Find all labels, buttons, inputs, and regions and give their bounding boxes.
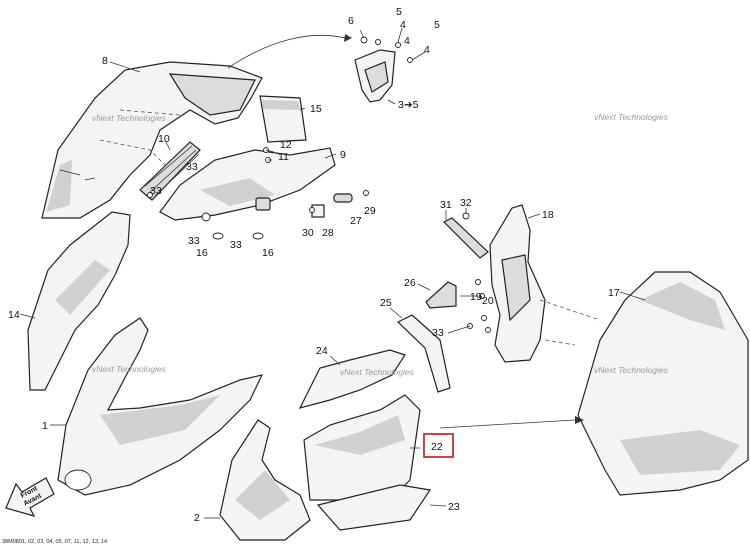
part-25-strip <box>396 314 451 393</box>
callout-4-mid: 4 <box>404 35 410 47</box>
callout-33-b: 33 <box>150 185 162 197</box>
callout-33-c: 33 <box>188 235 200 247</box>
callout-4-right: 4 <box>424 44 430 56</box>
callout-33-d: 33 <box>230 239 242 251</box>
callout-27: 27 <box>350 215 362 227</box>
callout-33-a: 33 <box>186 161 198 173</box>
callout-11: 11 <box>278 151 289 163</box>
callout-10: 10 <box>158 133 170 145</box>
callout-2: 2 <box>194 512 200 524</box>
callout-1: 1 <box>42 420 48 432</box>
part-24-vent <box>298 349 406 409</box>
callout-30: 30 <box>302 227 314 239</box>
watermark-2: vNext Technologies <box>594 112 669 122</box>
callout-18: 18 <box>542 209 554 221</box>
callout-31: 31 <box>440 199 452 211</box>
watermark-5: vNext Technologies <box>594 365 669 375</box>
callout-5-drop: 5 <box>434 19 440 31</box>
part-31-rod <box>442 212 489 259</box>
callout-28: 28 <box>322 227 334 239</box>
part-15-panel <box>259 95 307 143</box>
callout-24: 24 <box>316 345 328 357</box>
callout-4-top: 4 <box>400 19 406 31</box>
arrow-22-to-17 <box>439 416 584 429</box>
callout-22: 22 <box>431 441 443 453</box>
callout-5-top: 5 <box>396 6 402 18</box>
callout-labels: 1 2 4 4 4 5 5 3➔5 6 8 9 10 11 12 14 15 1… <box>8 6 620 524</box>
watermarks: vNext Technologies vNext Technologies vN… <box>92 112 669 377</box>
callout-16-left: 16 <box>196 247 208 259</box>
callout-20: 20 <box>482 295 494 307</box>
part-14-side-panel <box>27 211 131 391</box>
callout-33-e: 33 <box>432 327 444 339</box>
callout-14: 14 <box>8 309 20 321</box>
callout-19: 19 <box>470 291 482 303</box>
callout-26: 26 <box>404 277 416 289</box>
callout-6: 6 <box>348 15 354 27</box>
leader-lines <box>19 27 646 519</box>
footer-reference: 38M0801, 02, 03, 04, 05, 07, 11, 12, 13,… <box>2 539 107 545</box>
watermark-4: vNext Technologies <box>340 367 415 377</box>
part-26-small-panel <box>425 279 491 333</box>
part-1-side-fairing <box>57 317 264 496</box>
part-3-bracket <box>354 36 413 103</box>
callout-8: 8 <box>102 55 108 67</box>
callout-32: 32 <box>460 197 472 209</box>
callout-29: 29 <box>364 205 376 217</box>
part-23-bottom-strip <box>316 484 432 531</box>
callout-3-to-5: 3➔5 <box>398 99 419 111</box>
callout-12: 12 <box>280 139 292 151</box>
callout-16-right: 16 <box>262 247 274 259</box>
part-18-support-bracket <box>489 204 601 363</box>
callout-22-highlighted[interactable]: 22 <box>423 433 454 458</box>
callout-9: 9 <box>340 149 346 161</box>
callout-17: 17 <box>608 287 620 299</box>
arrow-8-to-bracket <box>227 34 352 69</box>
callout-23: 23 <box>448 501 460 513</box>
watermark-3: vNext Technologies <box>92 364 167 374</box>
part-22-side-panel <box>303 394 421 501</box>
part-2-lower-panel <box>219 419 311 541</box>
front-direction-arrow: Front Avant <box>5 477 55 517</box>
watermark-1: vNext Technologies <box>92 113 167 123</box>
callout-15: 15 <box>310 103 322 115</box>
part-17-right-fairing <box>577 271 749 496</box>
callout-25: 25 <box>380 297 392 309</box>
part-8-front-cowl <box>41 61 263 219</box>
